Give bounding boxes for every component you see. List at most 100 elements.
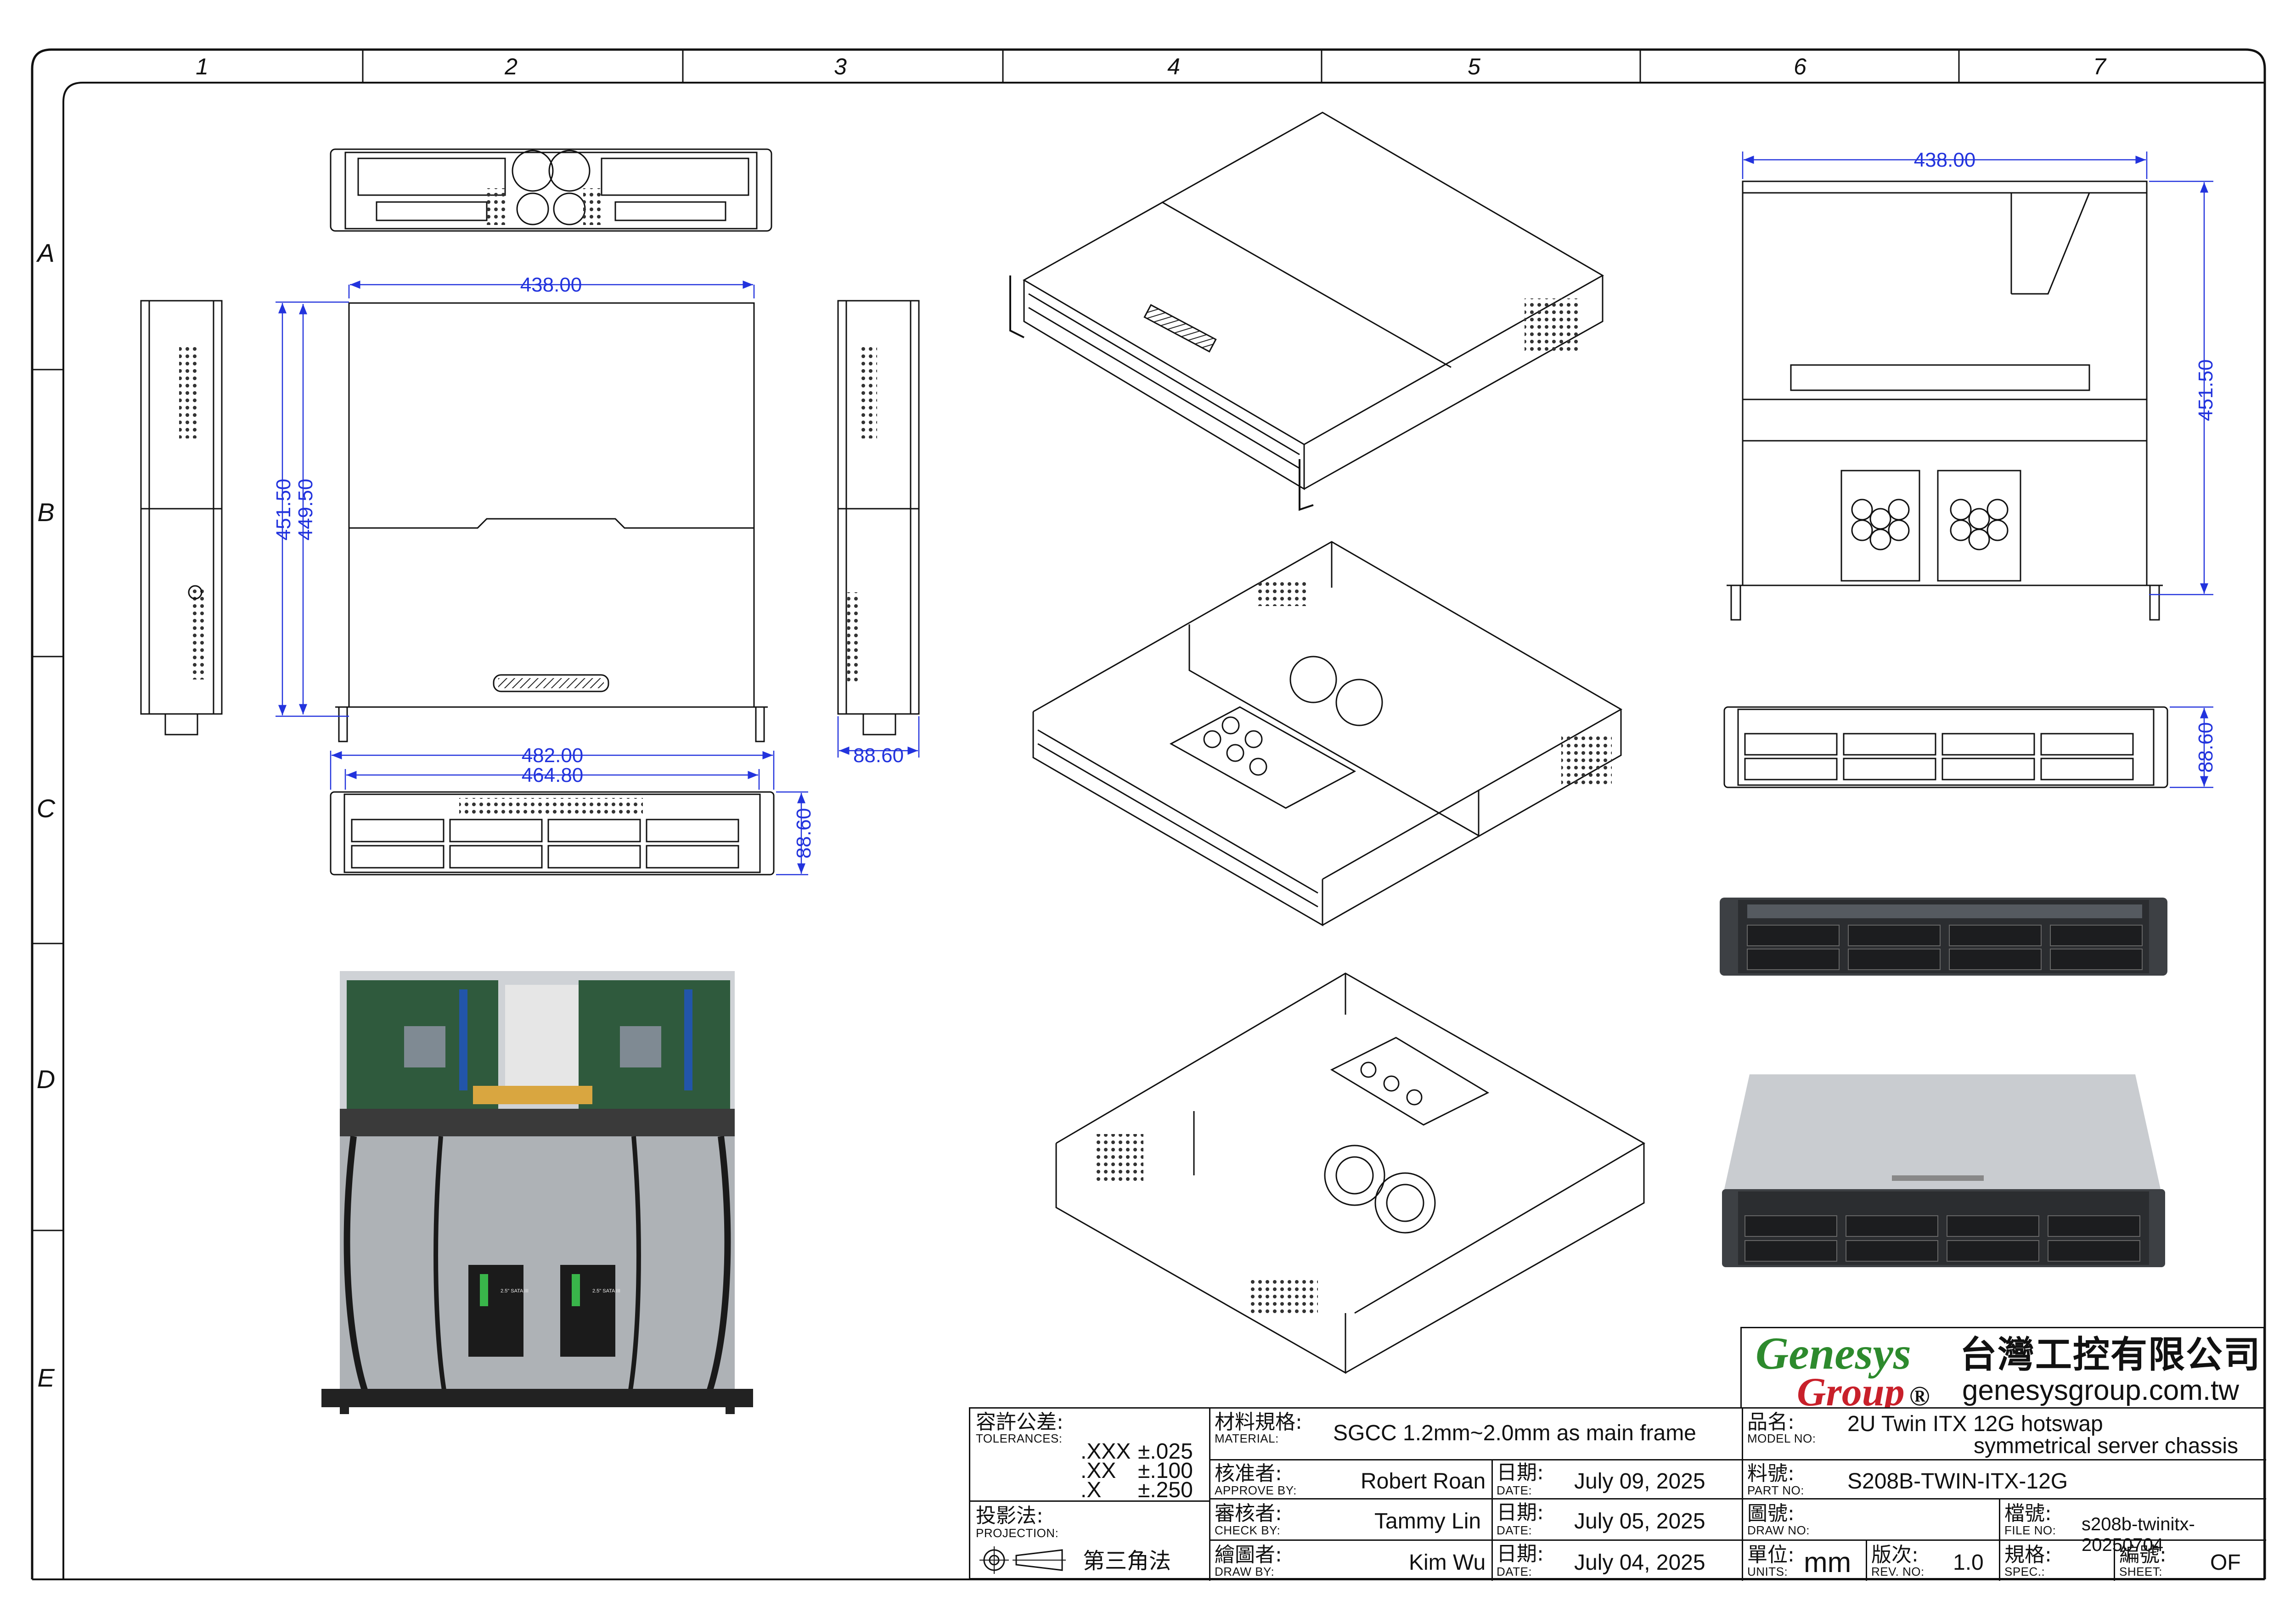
right-front-view (1723, 706, 2168, 788)
column-dividers (362, 50, 1960, 83)
title-block: 容許公差: TOLERANCES: .XXX ±.025 .XX ±.100 .… (969, 1407, 2266, 1581)
spec-label-en: SPEC.: (2004, 1565, 2045, 1578)
part-label-en: PART NO: (1747, 1483, 1804, 1497)
column-label-7: 7 (2093, 54, 2107, 79)
chassis-photo (1717, 1070, 2170, 1267)
part-label-zh: 料號: (1747, 1462, 1795, 1485)
draw-date-label-en: DATE: (1497, 1565, 1532, 1578)
rev-label-en: REV. NO: (1871, 1565, 1925, 1578)
file-value: s208b-twinitx-20250704 (2082, 1514, 2195, 1555)
front-panel-photo (1720, 893, 2167, 980)
right-side-view (837, 300, 920, 736)
dim-side-height: 88.60 (853, 744, 904, 767)
logo-registered: ® (1909, 1381, 1930, 1411)
rear-view (330, 148, 772, 232)
column-label-2: 2 (504, 54, 518, 79)
row-label-d: D (37, 1065, 55, 1094)
model-label-en: MODEL NO: (1747, 1432, 1816, 1445)
draw-date-label-zh: 日期: (1497, 1542, 1544, 1566)
right-top-view (1727, 180, 2163, 621)
iso-view-rear-open (1055, 972, 1645, 1374)
dim-right-width: 438.00 (1914, 149, 1976, 171)
draw-label-en: DRAW BY: (1215, 1565, 1275, 1578)
draw-name: Kim Wu (1409, 1550, 1486, 1575)
company-name-zh: 台灣工控有限公司 (1960, 1333, 2261, 1376)
top-view-dimensions (276, 281, 755, 717)
logo-genesys: Genesys (1756, 1328, 1911, 1379)
tol-val-xx: ±.100 (1138, 1459, 1193, 1483)
column-label-3: 3 (834, 54, 847, 79)
dim-top-depth-inner: 449.50 (294, 479, 317, 541)
draw-date: July 04, 2025 (1574, 1550, 1705, 1575)
check-date: July 05, 2025 (1574, 1509, 1705, 1533)
check-label-en: CHECK BY: (1215, 1523, 1281, 1537)
dim-right-depth: 451.50 (2195, 359, 2217, 421)
logo-box: Genesys Group® 台灣工控有限公司 genesysgroup.com… (1740, 1327, 2265, 1413)
draw-label-zh: 繪圖者: (1215, 1543, 1282, 1567)
column-label-1: 1 (196, 54, 208, 79)
sheet-label-zh: 編號: (2119, 1543, 2167, 1567)
projection-method: 第三角法 (1083, 1548, 1171, 1574)
top-view (335, 302, 768, 742)
file-label-zh: 檔號: (2004, 1502, 2052, 1525)
rev-value: 1.0 (1953, 1550, 1984, 1575)
column-label-4: 4 (1167, 54, 1180, 79)
front-view (330, 791, 775, 876)
ssd-right-label: 2.5" SATA III (592, 1288, 620, 1294)
left-side-view (140, 300, 223, 736)
row-label-c: C (37, 794, 56, 823)
model-line-2: symmetrical server chassis (1974, 1434, 2239, 1458)
units-label-zh: 單位: (1747, 1543, 1795, 1567)
outer-frame (31, 48, 2266, 1579)
approve-label-zh: 核准者: (1215, 1462, 1282, 1485)
internal-photo: 2.5" SATA III 2.5" SATA III (321, 971, 753, 1414)
model-line-1: 2U Twin ITX 12G hotswap (1847, 1412, 2103, 1436)
row-label-b: B (37, 498, 54, 527)
check-date-label-zh: 日期: (1497, 1501, 1544, 1524)
dim-front-width-outer: 482.00 (522, 744, 584, 767)
projection-symbol-icon (979, 1546, 1066, 1574)
projection-label-zh: 投影法: (976, 1504, 1043, 1528)
company-website: genesysgroup.com.tw (1962, 1375, 2240, 1406)
iso-view-closed (1009, 112, 1604, 511)
dim-front-width-inner: 464.80 (522, 764, 584, 786)
material-label-en: MATERIAL: (1215, 1432, 1279, 1445)
rev-label-zh: 版次: (1871, 1543, 1919, 1567)
right-top-dimensions (1742, 152, 2213, 595)
material-value: SGCC 1.2mm~2.0mm as main frame (1333, 1421, 1696, 1445)
row-dividers (32, 369, 63, 1231)
sheet-value: OF (2210, 1550, 2241, 1575)
tol-val-x: ±.250 (1138, 1478, 1193, 1502)
approve-date-label-en: DATE: (1497, 1483, 1532, 1497)
row-label-e: E (37, 1363, 55, 1392)
column-label-5: 5 (1468, 54, 1480, 79)
drawno-label-zh: 圖號: (1747, 1502, 1795, 1525)
dim-right-front-height: 88.60 (2195, 722, 2217, 773)
drawno-label-en: DRAW NO: (1747, 1523, 1810, 1537)
spec-label-zh: 規格: (2004, 1543, 2052, 1567)
tol-key-xx: .XX (1080, 1459, 1116, 1483)
iso-view-open (1032, 541, 1623, 927)
dim-front-height: 88.60 (793, 808, 815, 859)
tol-val-xxx: ±.025 (1138, 1439, 1193, 1464)
approve-name: Robert Roan (1361, 1469, 1486, 1494)
sheet-label-en: SHEET: (2119, 1565, 2163, 1578)
approve-date: July 09, 2025 (1574, 1469, 1705, 1494)
inner-frame (62, 82, 2265, 1579)
check-label-zh: 審核者: (1215, 1502, 1282, 1525)
ssd-left-label: 2.5" SATA III (501, 1288, 529, 1294)
tol-key-x: .X (1080, 1478, 1102, 1502)
part-value: S208B-TWIN-ITX-12G (1847, 1469, 2068, 1494)
check-name: Tammy Lin (1374, 1509, 1481, 1533)
row-label-a: A (36, 238, 54, 267)
projection-label-en: PROJECTION: (976, 1526, 1059, 1540)
check-date-label-en: DATE: (1497, 1523, 1532, 1537)
company-logo: Genesys Group® (1756, 1328, 1930, 1413)
dim-top-depth-outer: 451.50 (272, 479, 295, 541)
dim-top-width: 438.00 (520, 274, 582, 296)
right-front-dimension (2170, 706, 2213, 788)
logo-group: Group (1797, 1370, 1905, 1415)
tolerances-label-zh: 容許公差: (976, 1410, 1064, 1434)
material-label-zh: 材料規格: (1215, 1410, 1302, 1434)
